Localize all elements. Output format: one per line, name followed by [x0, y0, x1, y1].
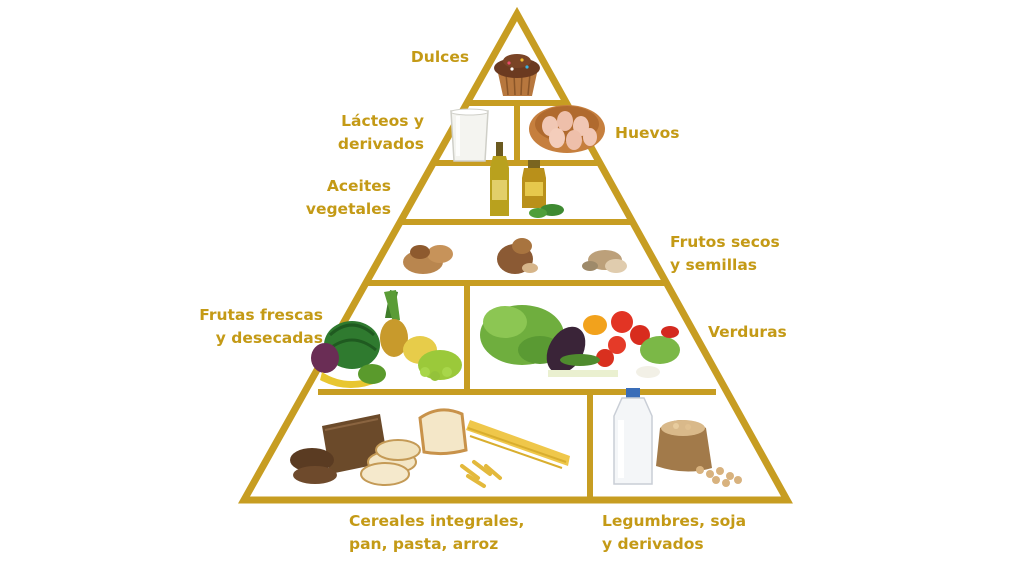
- fruit-bundle-icon: [311, 290, 462, 388]
- label-frutas-line1: Frutas frescas: [199, 306, 323, 324]
- pyramid-shelves: [318, 100, 716, 500]
- milk-glass-icon: [450, 108, 489, 162]
- label-cereales: Cereales integrales, pan, pasta, arroz: [349, 510, 524, 556]
- egg-basket-icon: [529, 105, 605, 153]
- label-frutas: Frutas frescas y desecadas: [180, 304, 323, 350]
- label-frutos-secos-line1: Frutos secos: [670, 233, 780, 251]
- label-dulces-text: Dulces: [410, 48, 470, 66]
- label-legumbres: Legumbres, soja y derivados: [602, 510, 746, 556]
- legumes-sack-icon: [656, 420, 742, 487]
- label-cereales-line1: Cereales integrales,: [349, 512, 525, 530]
- label-huevos-text: Huevos: [615, 124, 680, 142]
- label-frutos-secos: Frutos secos y semillas: [670, 231, 780, 277]
- nuts-icon: [403, 238, 627, 274]
- label-verduras-text: Verduras: [708, 323, 787, 341]
- bread-pasta-icon: [290, 408, 570, 488]
- label-aceites-line1: Aceites: [326, 177, 391, 195]
- label-lacteos-line2: derivados: [337, 135, 424, 153]
- label-lacteos: Lácteos y derivados: [300, 110, 424, 156]
- label-cereales-line2: pan, pasta, arroz: [349, 535, 499, 553]
- vegetables-icon: [480, 305, 680, 378]
- cupcake-icon: [494, 54, 540, 96]
- milk-bottle-icon: [613, 388, 653, 485]
- label-legumbres-line1: Legumbres, soja: [602, 512, 747, 530]
- label-frutos-secos-line2: y semillas: [670, 256, 758, 274]
- olive-oil-bottle-icon: [490, 142, 564, 218]
- label-dulces: Dulces: [400, 46, 480, 69]
- label-huevos: Huevos: [615, 122, 680, 145]
- label-frutas-line2: y desecadas: [215, 329, 323, 347]
- label-aceites: Aceites vegetales: [290, 175, 391, 221]
- label-lacteos-line1: Lácteos y: [341, 112, 424, 130]
- label-legumbres-line2: y derivados: [602, 535, 704, 553]
- pyramid-frame: [238, 6, 793, 504]
- label-aceites-line2: vegetales: [305, 200, 391, 218]
- label-verduras: Verduras: [708, 321, 787, 344]
